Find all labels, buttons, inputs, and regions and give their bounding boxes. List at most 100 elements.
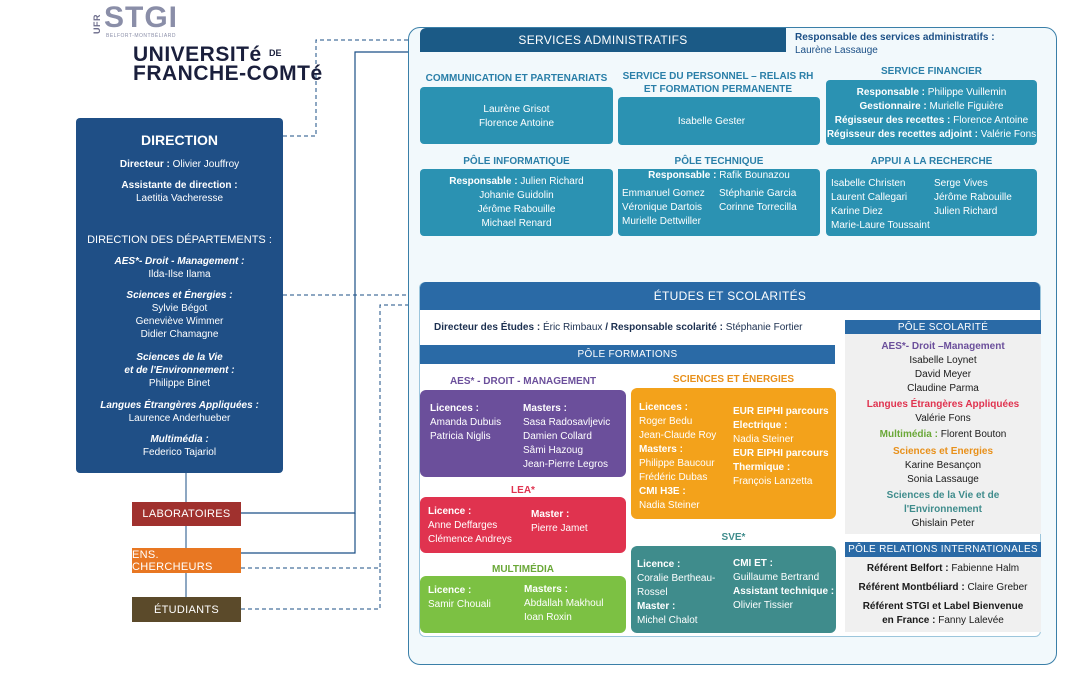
technique-title: PÔLE TECHNIQUE (674, 156, 764, 167)
aes-licences-label: Licences : (430, 403, 479, 414)
scolarite-lea-title: Langues Étrangères Appliquées (866, 399, 1020, 410)
financier-row-2-value: Murielle Figuière (929, 101, 1004, 112)
multimedia-licence-person: Samir Chouali (428, 599, 491, 610)
informatique-responsable-label: Responsable : (449, 176, 518, 187)
dept-sciences-person-2: Geneviève Wimmer (135, 316, 224, 327)
etudes-sep: / (605, 322, 608, 333)
aes-masters-label: Masters : (523, 403, 567, 414)
technique-box: Responsable : Rafik Bounazou Emmanuel Go… (618, 169, 820, 236)
sciences-eur1-label-2: Electrique : (733, 420, 788, 431)
lea-master-label: Master : (531, 509, 570, 520)
financier-box: Responsable : Philippe Vuillemin Gestion… (826, 80, 1037, 145)
informatique-responsable-name: Julien Richard (520, 176, 584, 187)
dept-sciences: Sciences et Énergies : Sylvie Bégot Gene… (76, 289, 283, 341)
informatique-person-3: Michael Renard (481, 218, 552, 229)
sciences-licences-label: Licences : (639, 402, 688, 413)
assistante-label: Assistante de direction : (121, 180, 238, 191)
dept-sciences-person-1: Sylvie Bégot (151, 303, 208, 314)
relations-belfort-line: Référent Belfort : Fabienne Halm (845, 562, 1041, 575)
financier-row-3: Régisseur des recettes : Florence Antoin… (826, 114, 1037, 127)
laboratoires-box: LABORATOIRES (132, 502, 241, 526)
recherche-col1-person-2: Laurent Callegari (831, 192, 908, 203)
informatique-box: Responsable : Julien Richard Johanie Gui… (420, 169, 613, 236)
scolarite-sve-person-1: Ghislain Peter (911, 518, 975, 529)
financier-row-4: Régisseur des recettes adjoint : Valérie… (826, 128, 1037, 141)
informatique-responsable: Responsable : Julien Richard (420, 175, 613, 188)
sve-licence-2: Rossel (637, 587, 668, 598)
technique-responsable-label: Responsable : (648, 170, 717, 181)
multimedia-card: Licence : Samir Chouali Masters : Abdall… (420, 576, 626, 633)
scolarite-multimedia-person: Florent Bouton (940, 429, 1007, 440)
multimedia-masters-label: Masters : (524, 584, 568, 595)
universite-logo-line1: UNIVERSITé (133, 43, 262, 66)
scolarite-aes-person-2: David Meyer (914, 369, 972, 380)
aes-master-3: Sâmi Hazoug (523, 445, 584, 456)
universite-logo-line2: FRANCHE-COMTé (133, 62, 323, 85)
scolarite-aes-person-3: Claudine Parma (907, 383, 979, 394)
direction-panel: DIRECTION Directeur : Olivier Jouffroy A… (76, 118, 283, 473)
scolarite-aes-person-1: Isabelle Loynet (909, 355, 977, 366)
dept-lea: Langues Étrangères Appliquées : Laurence… (76, 399, 283, 425)
scolarite-aes-title: AES*- Droit –Management (881, 341, 1005, 352)
sve-cmi-person: Guillaume Bertrand (733, 572, 820, 583)
etudes-responsable-label: Responsable scolarité : (610, 322, 724, 333)
financier-row-1-label: Responsable : (856, 87, 925, 98)
multimedia-master-2: Ioan Roxin (524, 612, 572, 623)
dept-sve: Sciences de la Vie et de l'Environnement… (76, 351, 283, 390)
recherche-col1-person-1: Isabelle Christen (831, 178, 906, 189)
dept-aes-label: AES*- Droit - Management : (114, 256, 245, 267)
lea-master-person: Pierre Jamet (531, 523, 588, 534)
etudes-directeur-name: Éric Rimbaux (542, 322, 603, 333)
relations-stgi-label-2: en France : (882, 615, 936, 626)
technique-col1-person-3: Murielle Dettwiller (622, 216, 701, 227)
communication-person-1: Laurène Grisot (483, 104, 550, 115)
relations-stgi-person: Fanny Lalevée (938, 615, 1004, 626)
scolarite-multimedia-line: Multimédia : Florent Bouton (845, 428, 1041, 441)
services-responsable-label: Responsable des services administratifs … (795, 32, 995, 43)
recherche-col1-person-3: Karine Diez (831, 206, 883, 217)
financier-row-2-label: Gestionnaire : (859, 101, 927, 112)
aes-card: Licences : Amanda Dubuis Patricia Niglis… (420, 390, 626, 477)
dept-sciences-label: Sciences et Énergies : (126, 290, 233, 301)
financier-row-1-value: Philippe Vuillemin (927, 87, 1007, 98)
sciences-card: Licences : Roger Bedu Jean-Claude Roy Ma… (631, 388, 836, 519)
lea-licence-label: Licence : (428, 506, 472, 517)
assistante-name: Laetitia Vacheresse (135, 193, 224, 204)
scolarite-lea-person-1: Valérie Fons (915, 413, 971, 424)
aes-licence-2: Patricia Niglis (430, 431, 491, 442)
services-banner: SERVICES ADMINISTRATIFS (420, 28, 786, 52)
relations-montbeliard-line: Référent Montbéliard : Claire Greber (845, 581, 1041, 594)
dept-sciences-person-3: Didier Chamagne (140, 329, 219, 340)
scolarite-panel (845, 320, 1041, 534)
directeur-line: Directeur : Olivier Jouffroy (76, 158, 283, 171)
lea-title: LEA* (511, 485, 535, 496)
dept-sve-label-2: et de l'Environnement : (124, 365, 235, 376)
dept-lea-person: Laurence Anderhueber (128, 413, 231, 424)
stgi-logo-subtitle: BELFORT-MONTBÉLIARD (106, 33, 176, 39)
aes-master-4: Jean-Pierre Legros (523, 459, 609, 470)
technique-col2-person-1: Stéphanie Garcia (719, 188, 797, 199)
scolarite-multimedia-title: Multimédia : (879, 429, 938, 440)
sve-licence-label: Licence : (637, 559, 681, 570)
relations-belfort-label: Référent Belfort : (866, 563, 949, 574)
aes-licence-1: Amanda Dubuis (430, 417, 502, 428)
scolarite-sve-title-1: Sciences de la Vie et de (886, 490, 1000, 501)
etudes-directeur-label: Directeur des Études : (434, 322, 541, 333)
sciences-cmi-person: Nadia Steiner (639, 500, 700, 511)
scolarite-sciences-person-1: Karine Besançon (904, 460, 982, 471)
sve-title: SVE* (721, 532, 746, 543)
ens-chercheurs-box: ENS. CHERCHEURS (132, 548, 241, 573)
dept-multimedia-label: Multimédia : (150, 434, 209, 445)
dept-sve-label-1: Sciences de la Vie (136, 352, 223, 363)
financier-row-1: Responsable : Philippe Vuillemin (826, 86, 1037, 99)
services-responsable: Responsable des services administratifs … (795, 31, 1035, 57)
sciences-eur2-label-1: EUR EIPHI parcours (733, 448, 829, 459)
informatique-person-1: Johanie Guidolin (479, 190, 554, 201)
technique-col2-person-2: Corinne Torrecilla (719, 202, 797, 213)
relations-montbeliard-label: Référent Montbéliard : (858, 582, 965, 593)
informatique-title: PÔLE INFORMATIQUE (463, 156, 570, 167)
financier-title: SERVICE FINANCIER (881, 66, 982, 77)
etudes-banner: ÉTUDES ET SCOLARITÉS (420, 282, 1040, 310)
direction-title: DIRECTION (141, 132, 218, 148)
